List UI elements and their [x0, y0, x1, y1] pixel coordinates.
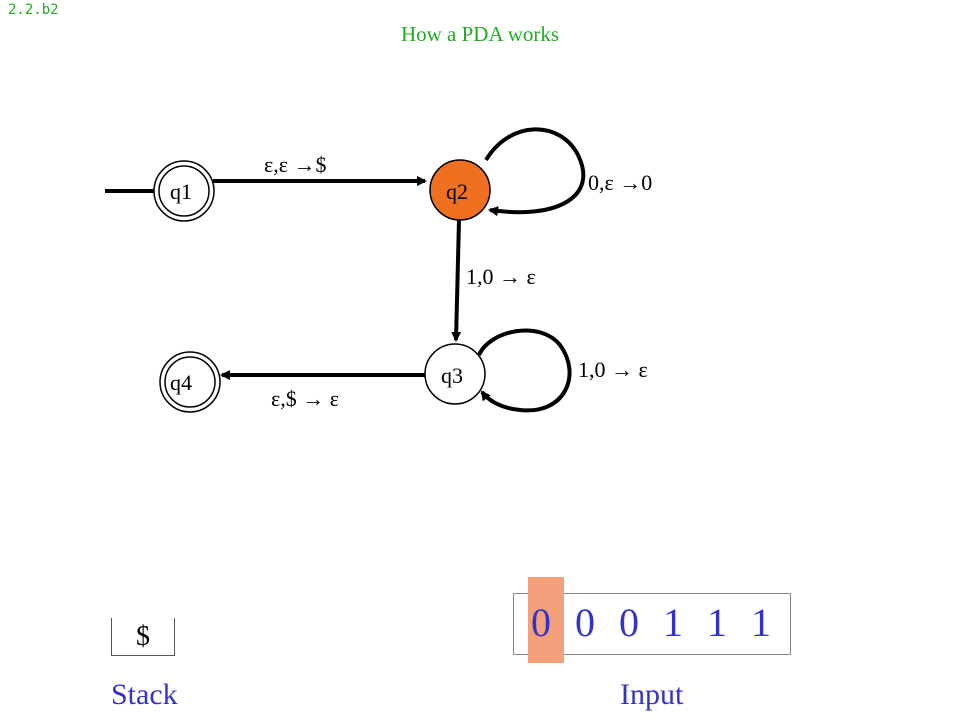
state-q4-label: q4 — [170, 370, 192, 395]
transition-label-q2-q3: 1,0 → ε — [466, 264, 536, 289]
transition-q2-loop — [484, 127, 586, 217]
state-q1-label: q1 — [170, 179, 192, 204]
stack-label: Stack — [111, 678, 178, 711]
transition-label-q3-q4: ε,$ → ε — [271, 386, 339, 411]
state-q2-active-fill — [429, 159, 491, 221]
transition-q2-q3 — [451, 219, 462, 342]
input-symbol: 0 — [531, 600, 551, 645]
input-head-highlight — [528, 577, 564, 663]
stack-container: $ — [111, 618, 175, 656]
state-q2: q2 — [429, 159, 491, 221]
input-symbols: 0 0 0 1 1 1 — [531, 599, 795, 647]
transition-label-q1-q2: ε,ε →$ — [264, 152, 326, 177]
slide-code: 2.2.b2 — [8, 2, 59, 18]
state-q3: q3 — [424, 343, 486, 405]
input-symbol: 1 — [707, 600, 727, 645]
input-tape — [513, 593, 791, 655]
input-label: Input — [620, 678, 684, 711]
state-q2-label: q2 — [446, 179, 468, 204]
state-q4: q4 — [159, 351, 221, 413]
slide-title: How a PDA works — [400, 22, 560, 46]
input-symbol: 0 — [619, 600, 639, 645]
input-symbol: 1 — [663, 600, 683, 645]
input-symbol: 1 — [751, 600, 771, 645]
input-symbol: 0 — [575, 600, 595, 645]
transition-q3-loop — [477, 328, 572, 413]
state-q1: q1 — [153, 160, 215, 222]
transition-label-q2-loop: 0,ε →0 — [588, 170, 652, 195]
stack-top-symbol: $ — [136, 621, 150, 652]
state-q3-label: q3 — [441, 363, 463, 388]
transition-label-q3-loop: 1,0 → ε — [578, 357, 648, 382]
